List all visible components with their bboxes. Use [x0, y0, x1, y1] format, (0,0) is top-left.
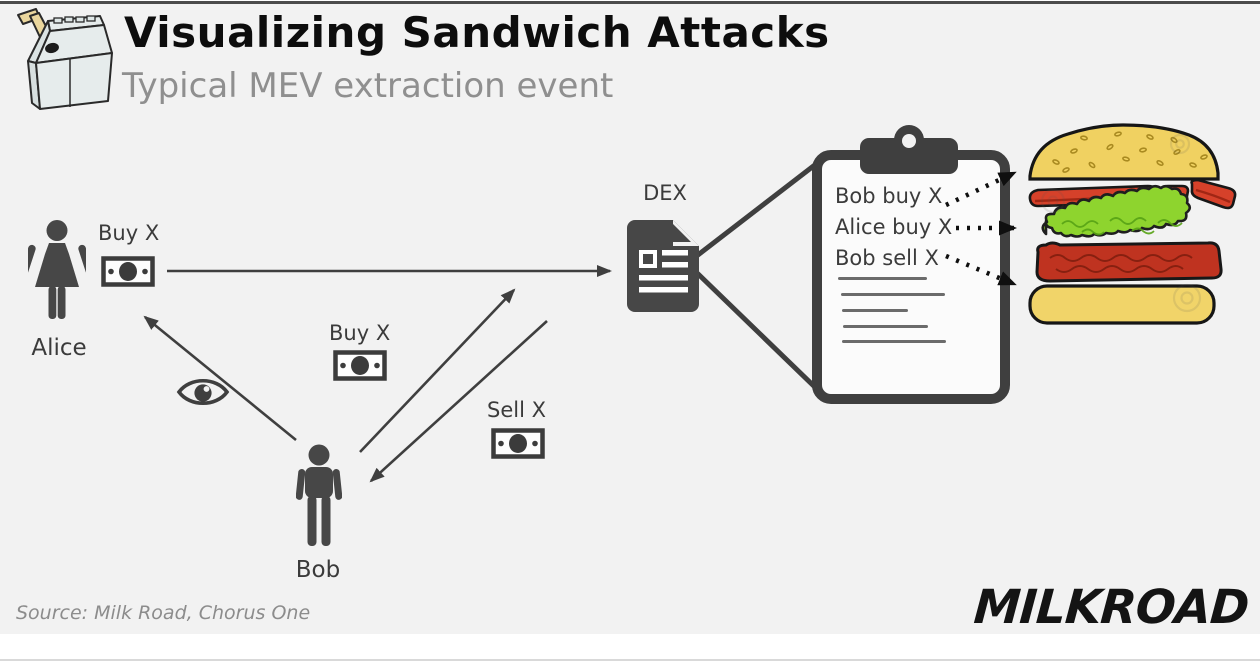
sandwich-icon — [1022, 122, 1240, 326]
bob-buy-money-bill-icon — [333, 350, 387, 381]
eye-icon — [176, 374, 230, 410]
clipboard-entry-bob-buy: Bob buy X — [835, 184, 943, 208]
clipboard-rule-line — [838, 277, 927, 280]
milkroad-logo: MILKROAD — [971, 580, 1250, 635]
milk-carton-icon — [6, 5, 118, 115]
watermark — [1040, 133, 1202, 313]
clipboard-entry-bob-sell: Bob sell X — [835, 246, 939, 270]
bob-sell-label: Sell X — [487, 398, 546, 422]
clipboard-rule-line — [842, 309, 908, 312]
alice-buy-label: Buy X — [98, 221, 160, 245]
clipboard-rule-line — [841, 293, 945, 296]
page-title: Visualizing Sandwich Attacks — [124, 8, 830, 57]
clipboard-entry-alice-buy: Alice buy X — [835, 215, 953, 239]
page-subtitle: Typical MEV extraction event — [122, 66, 614, 106]
alice-label: Alice — [31, 335, 87, 361]
source-credit: Source: Milk Road, Chorus One — [16, 602, 311, 624]
bottom-bun — [1028, 284, 1216, 325]
beef-patty — [1035, 241, 1223, 283]
bob-buy-label: Buy X — [329, 321, 391, 345]
clipboard-rule-line — [842, 340, 946, 343]
bottom-border-line — [0, 659, 1260, 661]
top-border-line — [0, 1, 1260, 4]
dex-document-icon — [627, 220, 699, 312]
bob-label: Bob — [295, 557, 341, 583]
alice-woman-icon — [28, 220, 86, 322]
bob-man-icon — [296, 444, 342, 548]
top-bun — [1028, 123, 1220, 181]
lettuce — [1041, 184, 1192, 238]
clipboard-rule-line — [843, 325, 928, 328]
dex-label: DEX — [643, 181, 687, 205]
bob-sell-money-bill-icon — [491, 428, 545, 459]
alice-money-bill-icon — [101, 256, 155, 287]
